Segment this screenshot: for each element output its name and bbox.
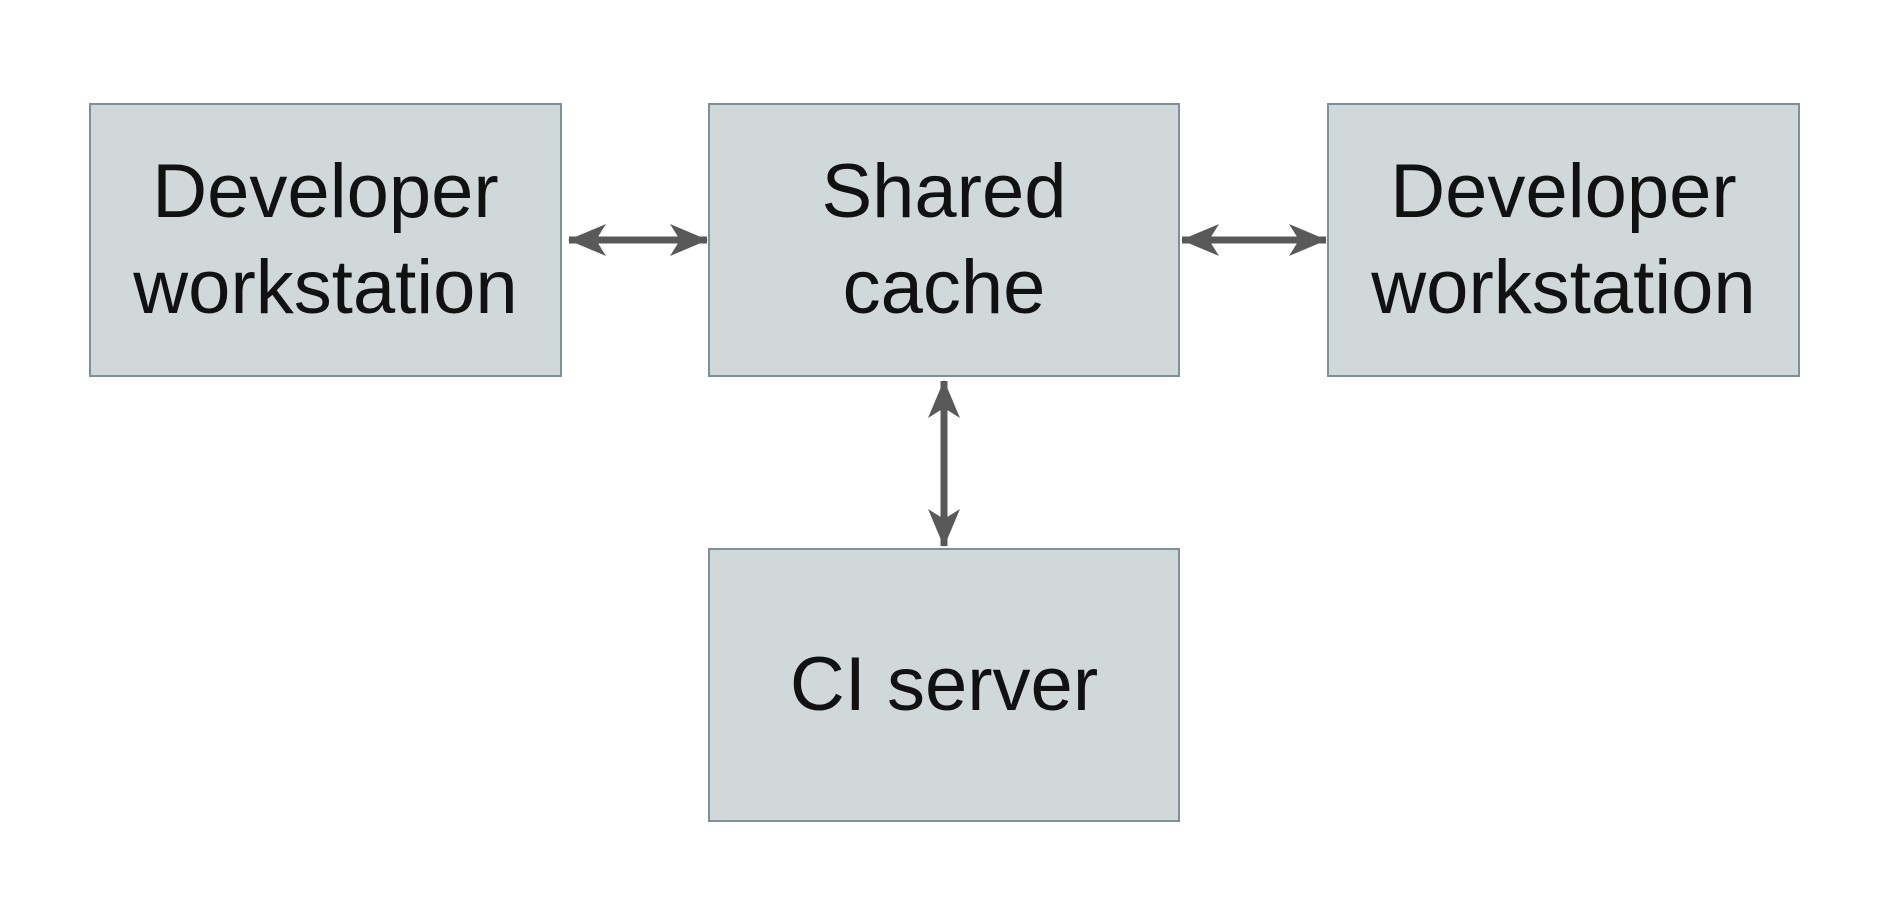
node-label: Shared cache xyxy=(821,149,1067,330)
node-label: Developer workstation xyxy=(1371,149,1756,330)
node-developer-workstation-left: Developer workstation xyxy=(89,103,562,377)
node-label: Developer workstation xyxy=(133,149,518,330)
node-ci-server: CI server xyxy=(708,548,1180,822)
node-shared-cache: Shared cache xyxy=(708,103,1180,377)
node-label: CI server xyxy=(789,642,1099,728)
node-developer-workstation-right: Developer workstation xyxy=(1327,103,1800,377)
